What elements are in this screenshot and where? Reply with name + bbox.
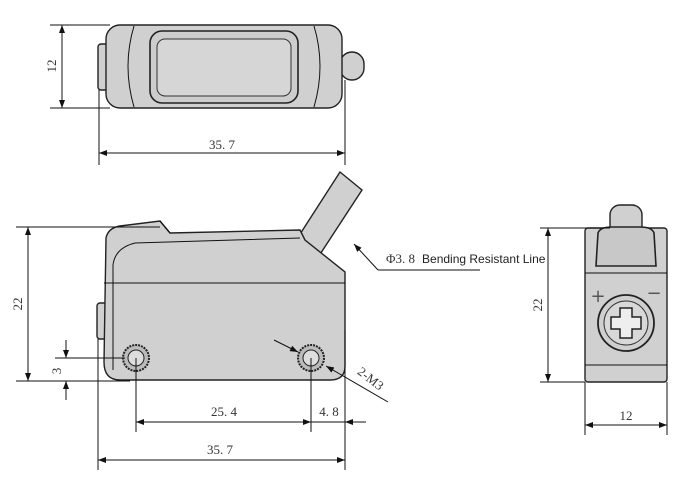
side-view: + − 22 12 (530, 204, 668, 435)
top-view-window (156, 38, 292, 97)
side-width-dimension: 12 (620, 408, 633, 423)
top-view-cable-stub (339, 51, 365, 81)
side-height-dimension: 22 (530, 299, 545, 312)
adjustment-dial-icon[interactable] (597, 294, 655, 352)
top-view: 12 35. 7 (44, 24, 365, 165)
front-view: 22 3 25. 4 4. 8 35. 7 Φ3. 8 Bending Resi… (10, 170, 546, 470)
front-view-housing (103, 220, 346, 381)
minus-sign: − (646, 283, 661, 304)
top-view-contour (127, 25, 321, 108)
hole-spacing-dimension: 25. 4 (211, 404, 238, 419)
cable-label: Φ3. 8 Bending Resistant Line (386, 250, 546, 267)
hole-offset-dimension: 3 (49, 368, 64, 375)
side-view-cap (595, 226, 657, 267)
front-height-dimension: 22 (10, 298, 25, 311)
front-view-contour (104, 237, 345, 370)
plus-sign: + (590, 286, 605, 307)
front-length-dimension: 35. 7 (207, 442, 234, 457)
top-length-dimension: 35. 7 (209, 137, 236, 152)
mount-thread-label: 2-M3 (355, 364, 387, 394)
edge-dimension: 4. 8 (319, 404, 339, 419)
top-height-dimension: 12 (44, 60, 59, 73)
